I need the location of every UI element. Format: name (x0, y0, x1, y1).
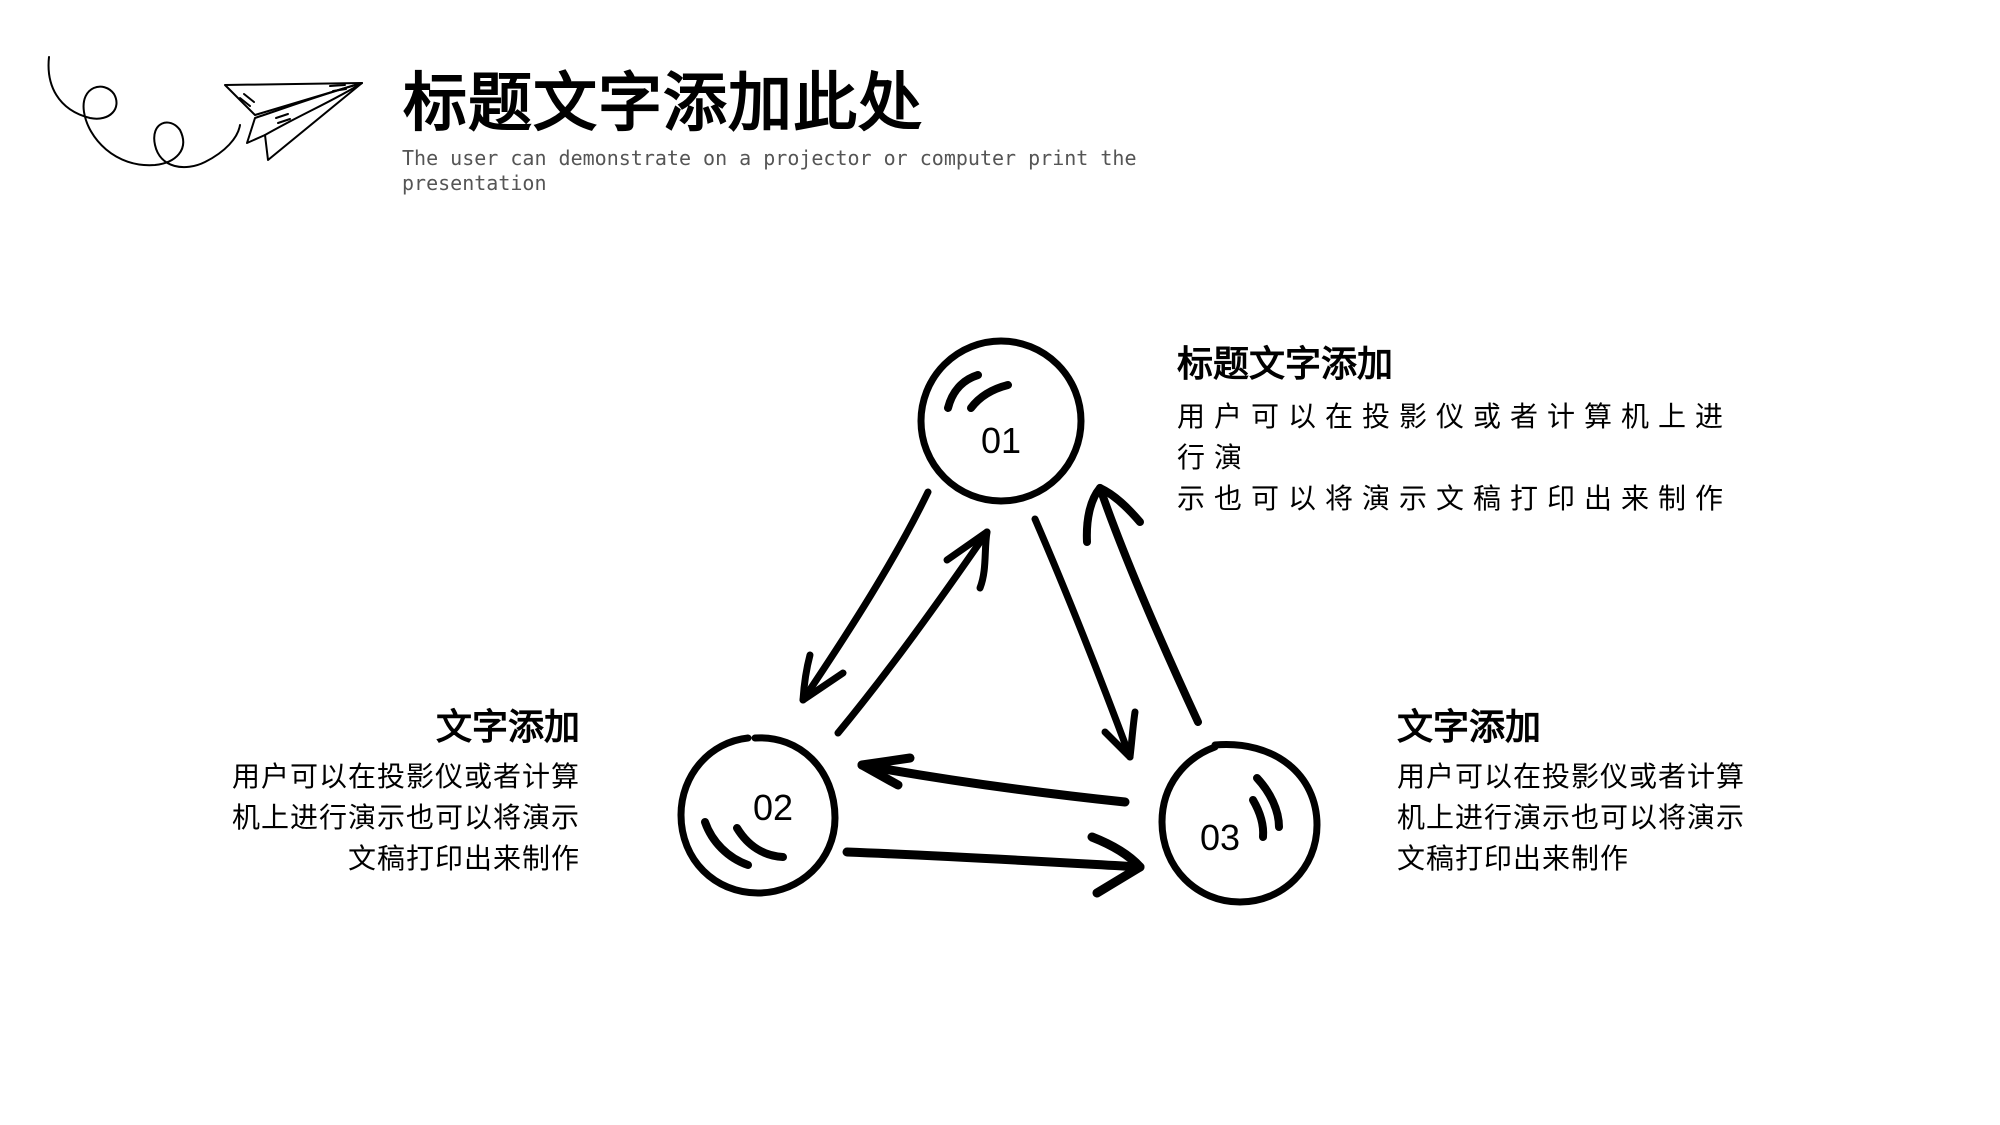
body-line: 机上进行演示也可以将演示 (1397, 801, 1746, 834)
text-block-top: 标题文字添加 用户可以在投影仪或者计算机上进行演 示也可以将演示文稿打印出来制作 (1177, 343, 1737, 519)
body-line: 示也可以将演示文稿打印出来制作 (1177, 482, 1733, 515)
text-block-right: 文字添加 用户可以在投影仪或者计算 机上进行演示也可以将演示 文稿打印出来制作 (1397, 706, 1777, 879)
node-01 (917, 337, 1085, 505)
arrow-01-to-02 (799, 488, 932, 704)
block-body: 用户可以在投影仪或者计算 机上进行演示也可以将演示 文稿打印出来制作 (1397, 756, 1777, 879)
block-heading: 文字添加 (1397, 707, 1542, 748)
page-subtitle: The user can demonstrate on a projector … (402, 146, 1137, 195)
arrow-02-to-01 (834, 528, 991, 737)
body-line: 用户可以在投影仪或者计算机上进行演 (1177, 400, 1733, 474)
arrow-03-to-02 (857, 753, 1130, 807)
node-02 (677, 734, 839, 897)
paper-plane-icon (47, 56, 363, 169)
body-line: 用户可以在投影仪或者计算 (231, 760, 580, 793)
block-heading: 文字添加 (435, 707, 580, 748)
body-line: 文稿打印出来制作 (347, 842, 580, 875)
arrow-01-to-03 (1031, 515, 1139, 761)
block-body: 用户可以在投影仪或者计算 机上进行演示也可以将演示 文稿打印出来制作 (200, 756, 580, 879)
page-title: 标题文字添加此处 (403, 67, 923, 141)
paper-plane-logo (47, 56, 363, 169)
arrow-03-to-01 (1082, 484, 1202, 726)
node-01-label: 01 (981, 420, 1021, 461)
block-body: 用户可以在投影仪或者计算机上进行演 示也可以将演示文稿打印出来制作 (1177, 396, 1737, 519)
body-line: 用户可以在投影仪或者计算 (1397, 760, 1746, 793)
node-03 (1158, 741, 1321, 906)
block-heading: 标题文字添加 (1177, 344, 1394, 385)
arrow-02-to-03 (842, 832, 1145, 898)
body-line: 文稿打印出来制作 (1397, 842, 1630, 875)
node-03-label: 03 (1200, 817, 1240, 858)
node-02-label: 02 (753, 787, 793, 828)
text-block-left: 文字添加 用户可以在投影仪或者计算 机上进行演示也可以将演示 文稿打印出来制作 (200, 706, 580, 879)
body-line: 机上进行演示也可以将演示 (231, 801, 580, 834)
